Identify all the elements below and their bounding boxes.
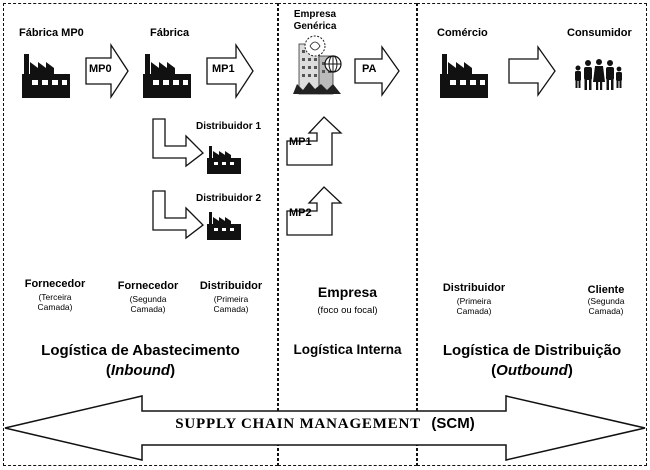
role-title: Fornecedor [24, 278, 86, 290]
consumers-people-icon [575, 59, 622, 90]
mp1-arrow-label: MP1 [212, 63, 235, 75]
role-subtitle: Camada) [37, 302, 73, 312]
factory-icon [22, 54, 70, 98]
role-title: Fornecedor [117, 280, 179, 292]
company-label: Empresa [293, 9, 337, 20]
role-subtitle: Camada) [456, 306, 492, 316]
factory-icon [143, 54, 191, 98]
role-title: Distribuidor [199, 280, 263, 292]
role-subtitle: Camada) [588, 306, 624, 316]
role-subtitle: (Primeira [213, 294, 249, 304]
role-title: Cliente [587, 284, 625, 296]
mp0-block-arrow [85, 42, 129, 100]
pa-block-arrow [354, 44, 400, 98]
scm-text: SUPPLY CHAIN MANAGEMENT [175, 416, 421, 432]
company-building-icon [293, 35, 342, 95]
scm-double-arrow [4, 395, 646, 461]
scm-abbr: (SCM) [431, 415, 475, 432]
role-subtitle: (Terceira [38, 292, 72, 302]
mp0-arrow-label: MP0 [89, 63, 112, 75]
mp1-block-arrow [206, 42, 254, 100]
fabrica-mp0-label: Fábrica MP0 [19, 27, 84, 39]
company-role-subtitle: (foco ou focal) [317, 305, 378, 316]
bent-arrow-distribuidor2 [152, 190, 204, 240]
role-subtitle: (Segunda [587, 296, 625, 306]
inbound-subtitle: (Inbound) [105, 362, 176, 379]
outbound-title: Logística de Distribuição [442, 342, 622, 359]
role-subtitle: Camada) [213, 304, 249, 314]
role-subtitle: (Primeira [456, 296, 492, 306]
inbound-panel [3, 3, 278, 466]
mp2-bent-arrow [286, 186, 343, 236]
outbound-subtitle: (Outbound) [491, 362, 573, 379]
role-title: Distribuidor [442, 282, 506, 294]
pa-arrow-label: PA [362, 63, 377, 75]
inbound-title: Logística de Abastecimento [41, 342, 240, 359]
consumidor-label: Consumidor [567, 27, 632, 39]
mp2-inbound-label: MP2 [289, 207, 312, 219]
comercio-label: Comércio [437, 27, 488, 39]
fabrica-label: Fábrica [150, 27, 190, 39]
factory-icon [440, 54, 488, 98]
internal-panel [278, 3, 417, 466]
bent-arrow-distribuidor1 [152, 118, 204, 168]
outbound-panel [417, 3, 647, 466]
company-role-title: Empresa [317, 284, 378, 300]
mp1-bent-arrow [286, 116, 343, 166]
role-subtitle: (Segunda [129, 294, 167, 304]
commerce-block-arrow [508, 44, 556, 98]
internal-title: Logística Interna [293, 342, 402, 357]
role-subtitle: Camada) [130, 304, 166, 314]
distributor-icon [207, 146, 241, 174]
distribuidor2-label: Distribuidor 2 [196, 193, 262, 204]
distributor-icon [207, 212, 241, 240]
mp1-inbound-label: MP1 [289, 136, 312, 148]
scm-label: SUPPLY CHAIN MANAGEMENT (SCM) [0, 415, 650, 433]
distribuidor1-label: Distribuidor 1 [196, 121, 262, 132]
company-label: Genérica [293, 21, 337, 32]
